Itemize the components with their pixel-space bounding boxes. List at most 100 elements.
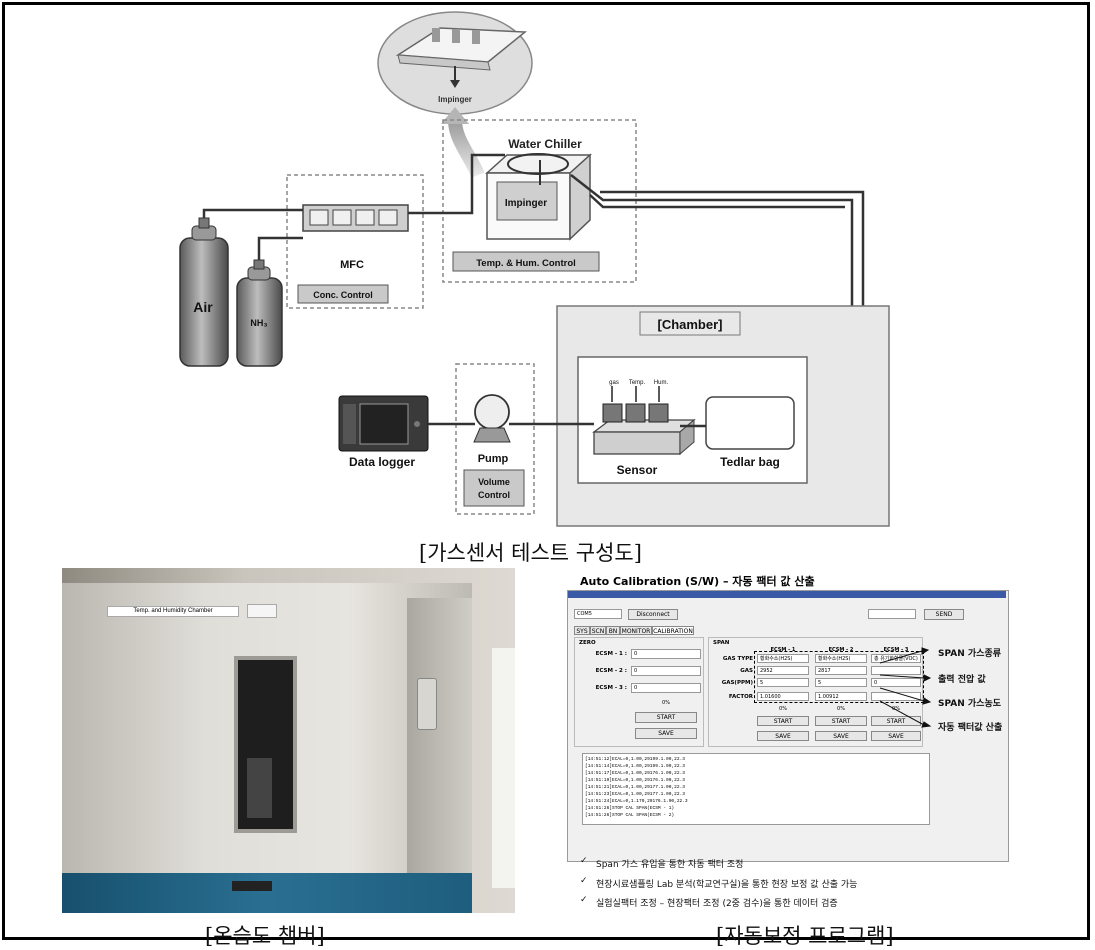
window-reflection (247, 758, 272, 818)
gas-type-2[interactable]: 황화수소(H2S) (815, 654, 867, 663)
gas-type-label: GAS TYPE (722, 656, 753, 662)
span-save-button-2[interactable]: SAVE (815, 731, 867, 741)
zero-save-button[interactable]: SAVE (635, 728, 697, 739)
zero-start-button[interactable]: START (635, 712, 697, 723)
control-panel (232, 881, 272, 891)
check-icon: ✓ (580, 876, 588, 886)
mfc-label: MFC (340, 259, 364, 271)
temp-hum-control-box (452, 251, 600, 272)
photo-caption: [온습도 챔버] (205, 924, 325, 948)
span-title: SPAN (713, 640, 730, 646)
bullet-2: 현장시료샘플링 Lab 분석(학교연구실)을 통한 현장 보정 값 산출 가능 (596, 880, 858, 890)
span-save-button-3[interactable]: SAVE (871, 731, 921, 741)
send-button[interactable]: SEND (924, 609, 964, 620)
log-line: [14:51:17]ECAL=0,1.00,29176.1.00,22.3 (585, 771, 685, 776)
tedlar-bag-label: Tedlar bag (720, 455, 780, 469)
port-select[interactable]: COM5 (574, 609, 622, 619)
span-save-button-1[interactable]: SAVE (757, 731, 809, 741)
door-handle (417, 678, 437, 730)
tab-calibration[interactable]: CALIBRATION (652, 626, 694, 635)
air-cylinder (179, 217, 229, 367)
chamber-photo: Temp. and Humidity Chamber (62, 568, 515, 913)
chamber-label: [Chamber] (657, 317, 722, 332)
tab-strip: SYS SCN BN MONITOR CALIBRATION (574, 626, 694, 636)
sensor-label-hum: Hum. (654, 380, 669, 386)
chamber-title-box (639, 311, 741, 336)
tab-monitor[interactable]: MONITOR (620, 626, 652, 635)
span-group: SPAN ECSM - 1 ECSM - 2 ECSM - 3 GAS TYPE… (708, 637, 923, 747)
program-title: Auto Calibration (S/W) – 자동 팩터 값 산출 (580, 575, 815, 588)
log-line: [14:51:26]STOP CAL SPAN(ECSM - 2) (585, 813, 675, 818)
zero-progress: 0% (662, 700, 670, 706)
gasppm-value-3[interactable]: 0 (871, 678, 921, 687)
volume-control-box (463, 469, 525, 507)
zero-group: ZERO ECSM - 1 : 0 ECSM - 2 : 0 ECSM - 3 … (574, 637, 704, 747)
factor-value-2[interactable]: 1.00912 (815, 692, 867, 701)
gas-label: GAS (740, 668, 753, 674)
zero-label-2: ECSM - 2 : (595, 668, 627, 674)
zero-field-1[interactable]: 0 (631, 649, 701, 659)
impinger-detail-illustration: Impinger (377, 11, 533, 115)
log-line: [14:51:14]ECAL=0,1.00,29199.1.00,22.3 (585, 764, 685, 769)
tedlar-bag (705, 396, 795, 450)
water-chiller-label: Water Chiller (508, 137, 582, 151)
tab-sys[interactable]: SYS (574, 626, 590, 635)
auto-calibration-program: Auto Calibration (S/W) – 자동 팩터 값 산출 COM5… (562, 568, 1022, 913)
log-area[interactable]: [14:51:12]ECAL=0,1.00,29199.1.00,22.3 [1… (582, 753, 930, 825)
gas-type-1[interactable]: 황화수소(H2S) (757, 654, 809, 663)
gas-sensor-test-diagram: Impinger Water Chiller Impinger Temp. & … (179, 11, 890, 527)
log-line: [14:51:26]STOP CAL SPAN(ECSM - 1) (585, 806, 675, 811)
disconnect-button[interactable]: Disconnect (628, 609, 678, 620)
nh3-cylinder (236, 259, 283, 367)
note-output-voltage: 출력 전압 값 (938, 675, 986, 685)
zero-field-3[interactable]: 0 (631, 683, 701, 693)
note-span-gas-type: SPAN 가스종류 (938, 649, 1002, 659)
chamber-label-plate: Temp. and Humidity Chamber (107, 606, 239, 617)
temp-hum-control-label: Temp. & Hum. Control (476, 258, 576, 269)
chamber-base (62, 873, 472, 913)
span-col-3: ECSM - 3 (883, 647, 909, 653)
program-window: COM5 Disconnect SEND SYS SCN BN MONITOR … (567, 590, 1009, 862)
gasppm-value-2[interactable]: 5 (815, 678, 867, 687)
impinger-top-label: Impinger (438, 95, 472, 104)
span-start-button-3[interactable]: START (871, 716, 921, 726)
conc-control-box (297, 284, 389, 304)
annotation-arrows (879, 647, 932, 728)
pump-box (455, 363, 535, 515)
span-col-2: ECSM - 2 (828, 647, 854, 653)
factor-label: FACTOR (728, 694, 753, 700)
gas-value-2[interactable]: 2817 (815, 666, 867, 675)
tab-bn[interactable]: BN (606, 626, 620, 635)
gas-value-1[interactable]: 2952 (757, 666, 809, 675)
check-icon: ✓ (580, 895, 588, 905)
window-titlebar (568, 591, 1006, 598)
zero-label-3: ECSM - 3 : (595, 685, 627, 691)
pump-label: Pump (478, 453, 509, 465)
sensor-label-temp: Temp. (629, 380, 646, 386)
zero-field-2[interactable]: 0 (631, 666, 701, 676)
gas-value-3[interactable] (871, 666, 921, 675)
span-progress-2: 0% (837, 706, 845, 712)
command-select[interactable] (868, 609, 916, 619)
log-line: [14:51:21]ECAL=0,1.00,29177.1.00,22.3 (585, 785, 685, 790)
span-start-button-2[interactable]: START (815, 716, 867, 726)
diagram-caption: [가스센서 테스트 구성도] (419, 541, 642, 565)
conc-control-label: Conc. Control (313, 290, 373, 300)
span-start-button-1[interactable]: START (757, 716, 809, 726)
mfc-box (286, 174, 424, 309)
note-span-concentration: SPAN 가스농도 (938, 699, 1002, 709)
sensor-block (592, 386, 696, 456)
zero-label-1: ECSM - 1 : (595, 651, 627, 657)
program-caption: [자동보정 프로그램] (716, 924, 894, 948)
note-auto-factor: 자동 팩터값 산출 (938, 723, 1003, 733)
volume-control-label-1: Volume (478, 477, 510, 487)
tab-scn[interactable]: SCN (590, 626, 606, 635)
sensor-label: Sensor (617, 463, 658, 477)
impinger-label: Impinger (505, 198, 547, 209)
check-icon: ✓ (580, 856, 588, 866)
zero-title: ZERO (579, 640, 596, 646)
factor-value-1[interactable]: 1.01600 (757, 692, 809, 701)
chamber-side (407, 598, 472, 913)
gasppm-value-1[interactable]: 5 (757, 678, 809, 687)
shelf-right (492, 648, 515, 888)
